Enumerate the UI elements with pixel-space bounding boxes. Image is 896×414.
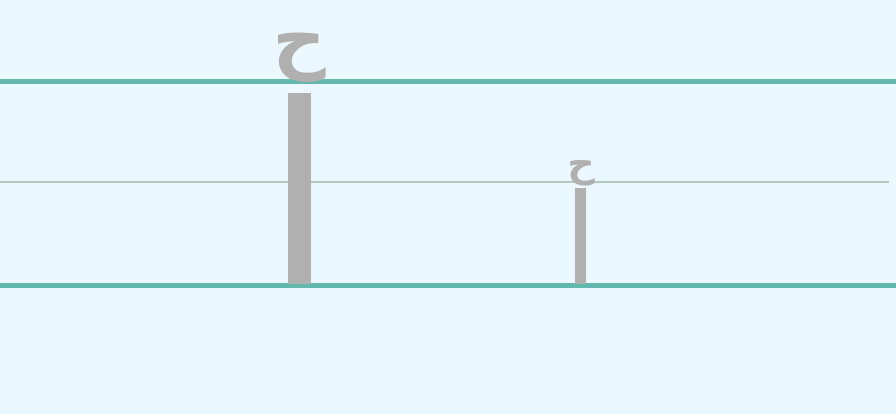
small-letter-glyph: ح xyxy=(567,141,595,185)
large-letter-glyph: ح xyxy=(272,0,326,82)
midline-guide xyxy=(0,181,889,183)
top-guide-line xyxy=(0,79,896,84)
baseline-guide xyxy=(0,283,896,288)
large-letter-stem xyxy=(288,93,311,284)
small-letter-stem xyxy=(575,188,586,284)
